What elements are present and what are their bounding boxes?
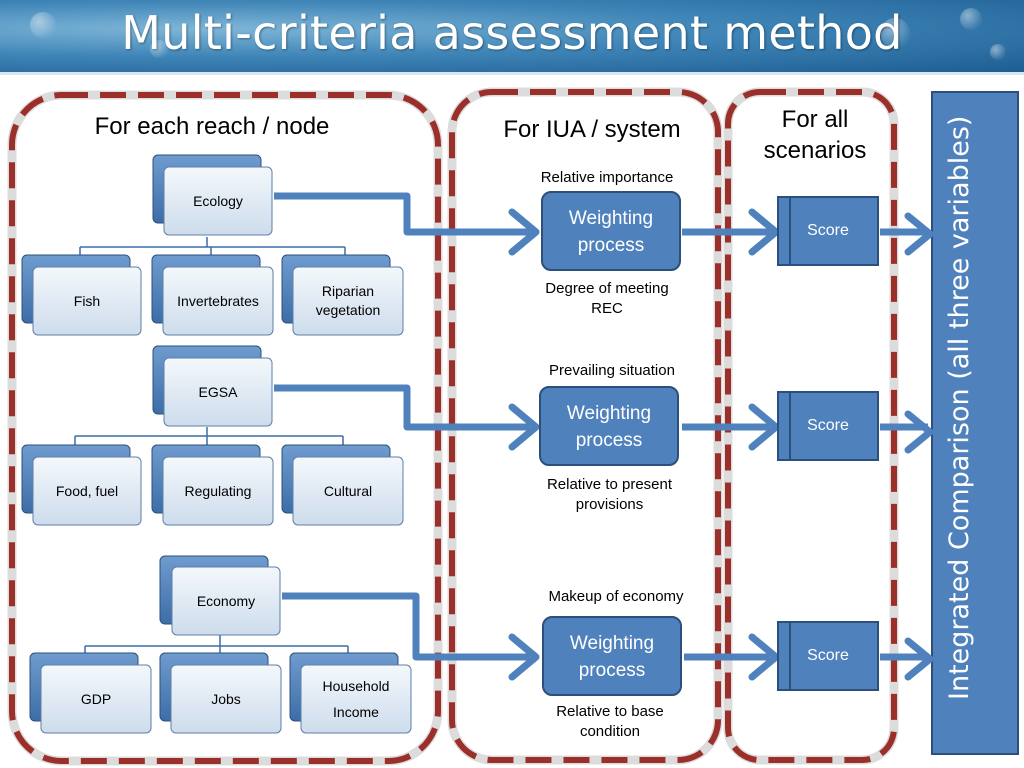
integrated-comparison-label: Integrated Comparison (all three variabl… — [944, 115, 975, 700]
header-scenarios: For all scenarios — [763, 106, 867, 164]
node-gdp: GDP — [80, 690, 112, 707]
node-invertebrates: Invertebrates — [177, 292, 259, 309]
node-food-fuel: Food, fuel — [55, 482, 119, 499]
water-drop-decoration — [30, 12, 56, 38]
integrated-comparison-bar — [931, 91, 1019, 755]
label-degree-of-meeting-rec: Degree of meeting REC — [545, 280, 669, 317]
node-jobs: Jobs — [211, 690, 241, 707]
node-riparian-vegetation: Riparian vegetation — [315, 283, 381, 318]
label-prevailing-situation: Prevailing situation — [549, 362, 675, 379]
label-relative-to-present-provisions: Relative to present provisions — [546, 476, 673, 513]
water-drop-decoration — [990, 44, 1006, 60]
node-economy: Economy — [196, 592, 256, 609]
water-drop-decoration — [880, 18, 910, 48]
weighting-label-ecology: Weighting process — [568, 208, 654, 256]
page-title: Multi-criteria assessment method — [121, 6, 903, 60]
node-household-income: Household Income — [322, 678, 390, 720]
title-bar: Multi-criteria assessment method — [0, 0, 1024, 72]
weighting-box-economy — [542, 616, 682, 696]
weighting-box-egsa — [539, 386, 679, 466]
tree-connectors — [74, 237, 349, 653]
diagram-canvas — [7, 87, 1019, 766]
arrow-heads — [508, 208, 934, 681]
score-label-ecology: Score — [807, 222, 849, 239]
score-label-economy: Score — [807, 647, 849, 664]
node-egsa: EGSA — [198, 383, 238, 400]
label-relative-to-base-condition: Relative to base condition — [556, 703, 664, 740]
water-drop-decoration — [150, 40, 168, 58]
score-boxes — [777, 196, 879, 691]
flow-arrows — [274, 192, 928, 661]
node-ecology: Ecology — [193, 192, 243, 209]
node-fish: Fish — [73, 292, 101, 309]
title-divider — [0, 72, 1024, 75]
node-regulating: Regulating — [184, 482, 252, 499]
tree-nodes — [21, 154, 412, 734]
weighting-label-egsa: Weighting process — [566, 403, 652, 451]
water-drop-decoration — [960, 8, 982, 30]
header-iua: For IUA / system — [503, 116, 681, 143]
weighting-box-ecology — [541, 191, 681, 271]
node-cultural: Cultural — [323, 482, 373, 499]
score-label-egsa: Score — [807, 417, 849, 434]
label-makeup-of-economy: Makeup of economy — [548, 588, 684, 605]
weighting-label-economy: Weighting process — [569, 633, 655, 681]
label-relative-importance: Relative importance — [540, 169, 674, 186]
header-reach: For each reach / node — [94, 113, 330, 140]
